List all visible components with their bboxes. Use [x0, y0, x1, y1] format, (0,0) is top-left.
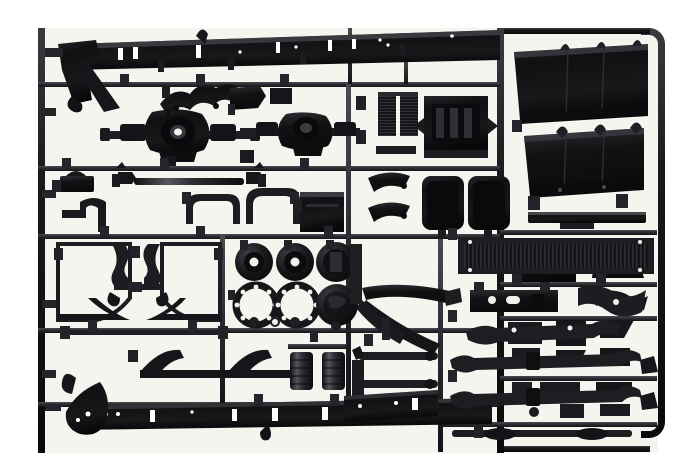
part-air-tank-left: [290, 352, 313, 390]
part-exhaust-pipe-right: [182, 188, 300, 224]
part-pedal-cluster: [107, 244, 169, 307]
part-steering-linkage-arm: [160, 83, 242, 116]
part-radiator-core-box: [414, 96, 498, 150]
part-fifth-wheel-plate: [470, 282, 558, 312]
fuel-tank-gates: [512, 120, 628, 210]
part-exhaust-pipe-left: [52, 171, 106, 232]
part-torque-rod-upper: [352, 346, 438, 361]
part-drive-shaft-assembly: [112, 162, 266, 187]
mudguard-support-gate: [128, 350, 138, 362]
part-radiator-grille-panel: [458, 238, 654, 284]
part-mud-flap-right: [468, 176, 510, 239]
part-mudguard-half: [578, 285, 646, 317]
part-front-bumper-bracket: [45, 40, 120, 113]
sprue-gate-nubs: [228, 240, 341, 342]
part-chassis-frame-rail-upper: [70, 29, 500, 72]
part-front-axle-housing: [240, 112, 360, 163]
part-anti-roll-bar: [466, 320, 620, 345]
part-frame-extension-left: [350, 244, 406, 400]
part-rear-crossmember-bracket: [45, 373, 108, 435]
part-leaf-spring-lower: [450, 386, 658, 410]
part-air-tank-right: [322, 352, 345, 390]
part-wheel-hub-rear: [276, 243, 314, 281]
part-battery-box: [294, 192, 344, 232]
part-brake-drum: [316, 242, 356, 282]
part-side-skirt-bar: [528, 212, 646, 229]
part-fuel-tank-lower: [524, 122, 644, 198]
part-wheel-hub-front: [235, 243, 273, 281]
part-spare-wheel-disc: [316, 284, 358, 326]
air-tank-runner: [288, 344, 346, 349]
part-cross-brace-rod: [60, 326, 228, 339]
mudguard-support-rail: [140, 370, 290, 378]
part-engine-mount-bracket: [228, 86, 292, 115]
part-grille-frame-detail: [356, 96, 488, 158]
part-intercooler-grid: [378, 92, 418, 136]
sprue-gate-stubs: [42, 74, 457, 406]
part-mud-flap-left: [422, 176, 464, 239]
part-fender-bracket-upper: [368, 172, 410, 192]
part-leaf-spring-upper: [450, 350, 658, 374]
part-fender-bracket-lower: [368, 202, 410, 222]
part-cab-floor-panel-left: [54, 242, 132, 322]
part-drag-link-rod: [452, 424, 632, 440]
part-chassis-crossmember-rear: [344, 390, 438, 422]
part-fuel-tank-upper: [514, 40, 648, 124]
